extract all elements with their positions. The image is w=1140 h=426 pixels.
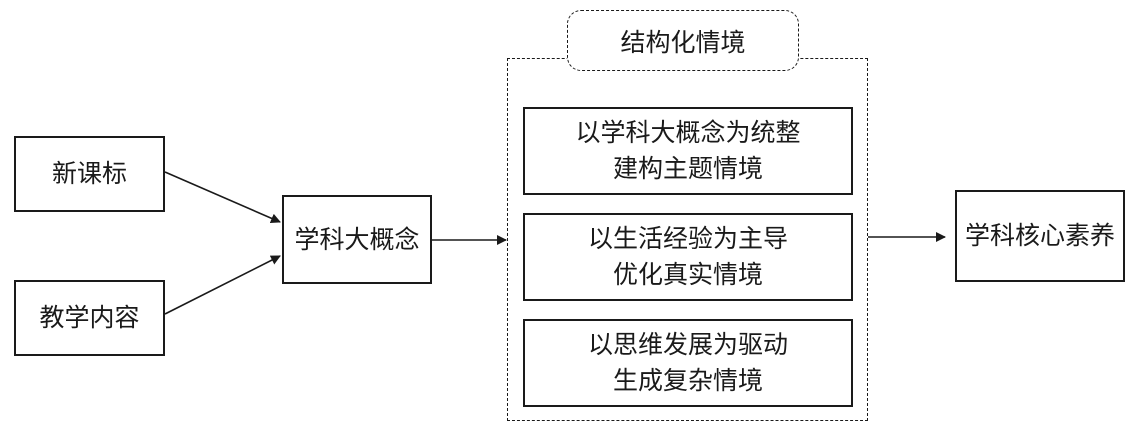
- arrow-curriculum-to-concept: [164, 171, 281, 223]
- context-item-2: 以生活经验为主导 优化真实情境: [523, 213, 853, 301]
- context-item-1: 以学科大概念为统整 建构主题情境: [523, 107, 853, 195]
- structured-context-title-label: 结构化情境: [620, 27, 746, 57]
- context-item-2-line1: 以生活经验为主导: [587, 224, 788, 253]
- teaching-content-label: 教学内容: [39, 303, 140, 332]
- core-literacy-label: 学科核心素养: [964, 221, 1115, 250]
- arrow-content-to-concept: [164, 255, 281, 315]
- core-literacy-box: 学科核心素养: [955, 190, 1125, 282]
- context-item-1-line2: 建构主题情境: [612, 154, 763, 183]
- context-item-1-line1: 以学科大概念为统整: [575, 118, 801, 147]
- big-concept-box: 学科大概念: [282, 195, 432, 284]
- structured-context-title: 结构化情境: [567, 10, 799, 71]
- context-item-3: 以思维发展为驱动 生成复杂情境: [523, 319, 853, 407]
- curriculum-standard-box: 新课标: [14, 136, 165, 212]
- teaching-content-box: 教学内容: [14, 280, 165, 356]
- context-item-3-line1: 以思维发展为驱动: [587, 330, 788, 359]
- context-item-3-line2: 生成复杂情境: [612, 366, 763, 395]
- big-concept-label: 学科大概念: [294, 224, 420, 254]
- context-item-2-line2: 优化真实情境: [612, 260, 763, 289]
- curriculum-standard-label: 新课标: [51, 159, 127, 188]
